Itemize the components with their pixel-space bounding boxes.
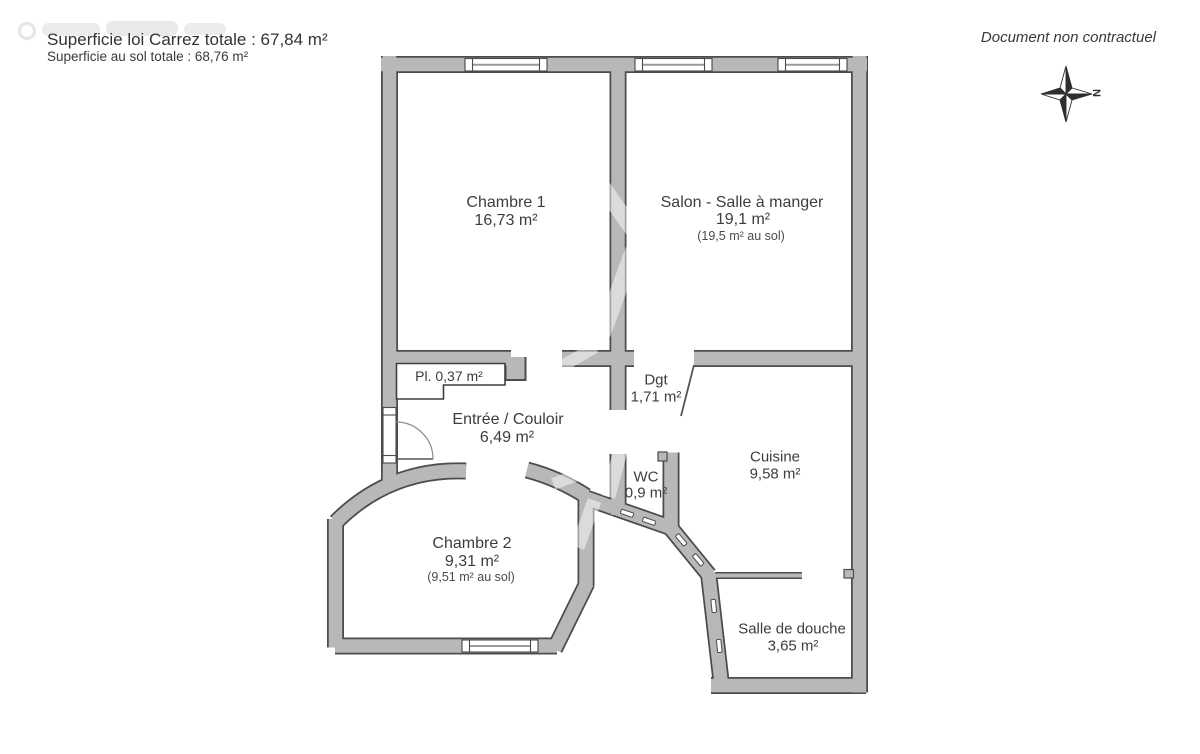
room-label-wc-name: WC <box>633 468 659 486</box>
room-label-entree-name: Entrée / Couloir <box>452 411 564 428</box>
interior-door-leaf <box>680 364 695 417</box>
room-label-dgt-name: Dgt <box>644 371 668 389</box>
glass-block-marks <box>619 508 723 654</box>
placard-outline <box>395 362 506 400</box>
compass: N <box>1040 65 1102 123</box>
wall-fills <box>328 56 867 693</box>
window-chambre2 <box>461 639 539 653</box>
door-jambs <box>657 451 855 579</box>
room-label-chambre1-area: 16,73 m² <box>474 212 538 229</box>
room-label-chambre2-name: Chambre 2 <box>432 535 512 552</box>
room-label-salon-area: 19,1 m² <box>715 211 771 228</box>
room-label-chambre2-floor-area: (9,51 m² au sol) <box>427 569 515 584</box>
room-label-salon-name: Salon - Salle à manger <box>660 194 824 211</box>
room-label-salon-floor-area: (19,5 m² au sol) <box>697 228 785 243</box>
disclaimer-note: Document non contractuel <box>980 29 1156 46</box>
window-salon-right <box>777 57 848 72</box>
room-label-entree-area: 6,49 m² <box>479 429 535 446</box>
entry-door <box>382 406 434 464</box>
window-chambre1 <box>464 57 548 72</box>
room-label-salle-de-douche-name: Salle de douche <box>738 620 846 638</box>
total-floor-area: Superficie au sol totale : 68,76 m² <box>47 49 249 64</box>
room-label-cuisine-area: 9,58 m² <box>749 465 801 483</box>
watermark-ghost <box>17 21 226 41</box>
room-label-chambre2-area: 9,31 m² <box>444 553 500 570</box>
window-salon-left <box>634 57 713 72</box>
compass-north-label: N <box>1090 89 1102 97</box>
windows <box>461 57 848 653</box>
room-label-chambre1-name: Chambre 1 <box>466 194 546 211</box>
watermark-streaks <box>551 162 642 550</box>
entry-door-arc <box>395 421 434 460</box>
room-label-cuisine-name: Cuisine <box>749 448 801 466</box>
compass-star-icon <box>1040 65 1093 123</box>
room-label-dgt-area: 1,71 m² <box>630 388 682 406</box>
total-carrez-area: Superficie loi Carrez totale : 67,84 m² <box>47 30 328 49</box>
room-label-salle-de-douche-area: 3,65 m² <box>767 637 819 655</box>
room-label-wc-area: 0,9 m² <box>624 484 668 502</box>
room-label-placard: Pl. 0,37 m² <box>415 368 483 384</box>
